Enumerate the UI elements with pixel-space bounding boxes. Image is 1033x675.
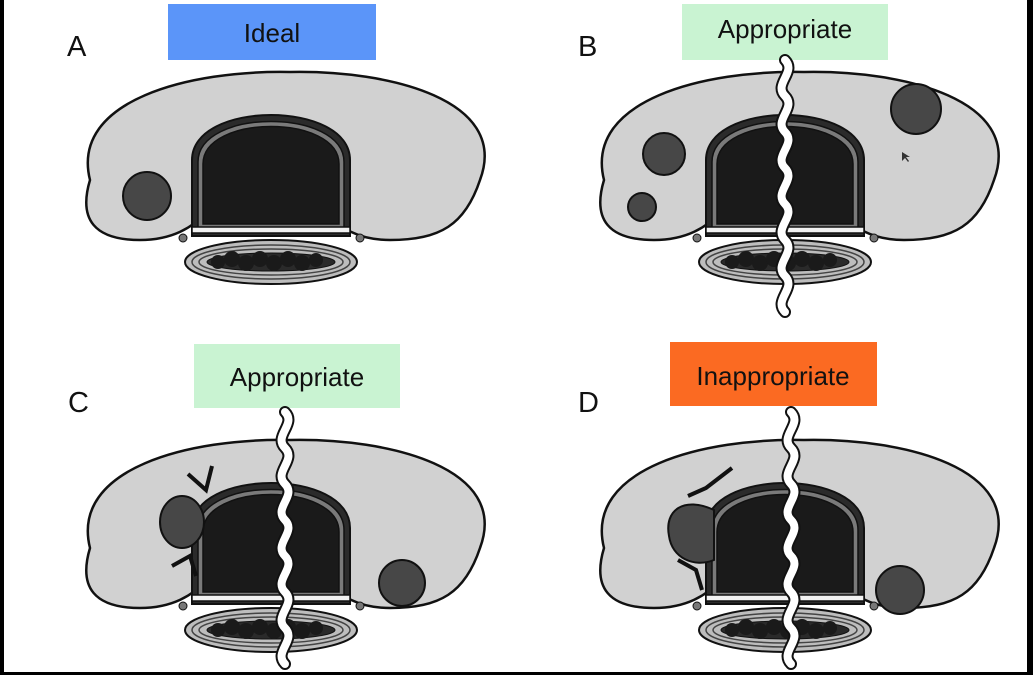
lesion-b1 (642, 132, 686, 176)
lesion-b3 (890, 83, 942, 135)
lesion-b2 (627, 192, 657, 222)
margin-marker-d-top (687, 466, 734, 498)
mouse-cursor-icon (902, 152, 910, 162)
panel-d (599, 438, 1000, 654)
panel-letter-d: D (578, 387, 599, 419)
lesion-c2 (378, 559, 426, 607)
label-c: Appropriate (230, 362, 364, 392)
lesion-d2 (875, 565, 925, 615)
panel-b (599, 70, 1000, 286)
label-box-a (168, 4, 376, 60)
lesion-d1 (667, 503, 715, 564)
panel-letter-a: A (67, 31, 87, 63)
split-line-b (782, 60, 789, 312)
panel-letter-c: C (68, 387, 89, 419)
margin-marker-c-top (186, 465, 214, 494)
lesion-a1 (122, 171, 172, 221)
label-d: Inappropriate (696, 361, 849, 391)
label-a: Ideal (244, 18, 300, 48)
lesion-c1 (159, 495, 205, 549)
label-box-d (670, 342, 877, 406)
panel-letter-b: B (578, 31, 597, 63)
label-box-c (194, 344, 400, 408)
label-b: Appropriate (718, 14, 852, 44)
split-line-c (282, 412, 289, 664)
panel-a (85, 70, 486, 286)
split-line-d (788, 412, 795, 664)
label-box-b (682, 4, 888, 60)
panel-c (85, 438, 486, 654)
margin-marker-d-bottom (677, 558, 704, 591)
margin-marker-c-bottom (171, 553, 198, 577)
